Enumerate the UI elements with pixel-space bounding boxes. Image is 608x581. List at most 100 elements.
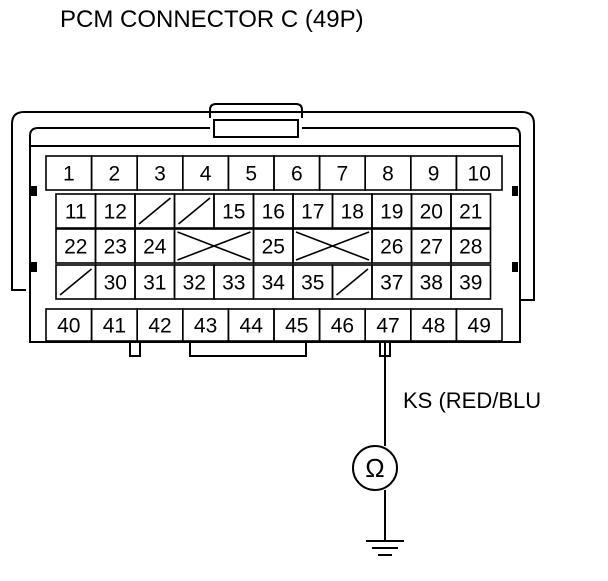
pin-18: 18 xyxy=(331,193,373,229)
pin-number-41: 41 xyxy=(103,315,126,338)
housing-inner-top xyxy=(38,127,521,332)
pin-number-19: 19 xyxy=(380,201,403,224)
unused-cavity xyxy=(173,193,215,229)
pin-number-23: 23 xyxy=(104,236,127,259)
pin-number-49: 49 xyxy=(468,315,491,338)
latch-slot xyxy=(213,119,299,138)
pin-27: 27 xyxy=(410,228,452,264)
pin-25: 25 xyxy=(252,228,294,264)
pin-number-39: 39 xyxy=(459,272,482,295)
pin-number-45: 45 xyxy=(285,315,308,338)
pin-face xyxy=(29,145,521,343)
pin-number-34: 34 xyxy=(262,272,286,295)
pin-45: 45 xyxy=(273,308,321,342)
pin-10: 10 xyxy=(455,155,503,191)
pin-number-40: 40 xyxy=(57,315,80,338)
cavity-slash xyxy=(138,197,172,225)
pin-number-30: 30 xyxy=(104,272,127,295)
pin-number-46: 46 xyxy=(331,315,354,338)
pin-outline xyxy=(450,193,492,229)
pin-24: 24 xyxy=(134,228,176,264)
pin-16: 16 xyxy=(252,193,294,229)
pin-42: 42 xyxy=(136,308,184,342)
pin-48: 48 xyxy=(409,308,458,342)
pin-43: 43 xyxy=(182,308,230,342)
pin-20: 20 xyxy=(410,193,452,229)
wire-label: KS (RED/BLU xyxy=(403,388,541,413)
pin-11: 11 xyxy=(55,193,97,229)
pin-number-47: 47 xyxy=(376,315,399,338)
pin-number-8: 8 xyxy=(382,163,394,186)
pin-39: 39 xyxy=(450,264,492,300)
pin-41: 41 xyxy=(90,308,138,342)
pin-number-7: 7 xyxy=(337,163,349,186)
pin-outline xyxy=(455,155,503,191)
left-lock-tab-bottom xyxy=(31,262,37,272)
pin-15: 15 xyxy=(213,193,255,229)
pin-5: 5 xyxy=(227,155,275,191)
pin-30: 30 xyxy=(94,264,136,300)
pin-38: 38 xyxy=(410,264,452,300)
pin-number-44: 44 xyxy=(240,315,264,338)
pin-4: 4 xyxy=(182,155,230,191)
cavity-slash xyxy=(335,268,369,296)
test-circuit xyxy=(352,342,404,556)
pin-number-15: 15 xyxy=(222,201,245,224)
pin-outline xyxy=(450,264,492,300)
pin-22: 22 xyxy=(55,228,97,264)
pin-outline xyxy=(455,308,503,342)
pin-number-21: 21 xyxy=(459,201,482,224)
pin-number-2: 2 xyxy=(109,163,121,186)
pin-number-31: 31 xyxy=(143,272,166,295)
pin-number-16: 16 xyxy=(262,201,285,224)
pin-outline xyxy=(450,228,492,264)
housing-outer-left xyxy=(11,111,26,291)
pin-number-24: 24 xyxy=(143,236,167,259)
pin-31: 31 xyxy=(134,264,176,300)
pin-number-12: 12 xyxy=(104,201,127,224)
pin-2: 2 xyxy=(90,155,138,191)
cavity-cross-b xyxy=(177,231,251,261)
pin-number-4: 4 xyxy=(200,163,212,186)
pin-number-25: 25 xyxy=(262,236,285,259)
pin-35: 35 xyxy=(292,264,334,300)
housing-latch xyxy=(209,103,303,118)
pin-number-35: 35 xyxy=(301,272,324,295)
pin-number-28: 28 xyxy=(459,236,482,259)
pin-number-22: 22 xyxy=(64,236,87,259)
pin-number-11: 11 xyxy=(65,201,87,224)
unused-cavity xyxy=(331,264,373,300)
pin-number-5: 5 xyxy=(245,163,257,186)
pin-26: 26 xyxy=(371,228,413,264)
ohm-symbol: Ω xyxy=(365,453,384,483)
housing-bottom-keys xyxy=(30,341,520,357)
pin-32: 32 xyxy=(173,264,215,300)
pin-number-43: 43 xyxy=(194,315,217,338)
pin-44: 44 xyxy=(227,308,275,342)
pin-1: 1 xyxy=(45,155,93,191)
pin-37: 37 xyxy=(371,264,413,300)
pin-number-18: 18 xyxy=(341,201,364,224)
pin-number-6: 6 xyxy=(291,163,303,186)
pin-number-42: 42 xyxy=(148,315,171,338)
pin-40: 40 xyxy=(45,308,93,342)
pin-number-32: 32 xyxy=(183,272,206,295)
pin-number-9: 9 xyxy=(428,163,440,186)
pin-46: 46 xyxy=(318,308,367,342)
pin-34: 34 xyxy=(252,264,294,300)
pin-number-37: 37 xyxy=(380,272,403,295)
cavity-cross-b xyxy=(295,231,370,261)
pin-9: 9 xyxy=(409,155,458,191)
cavity-slash xyxy=(59,268,93,296)
pin-21: 21 xyxy=(450,193,492,229)
pin-number-10: 10 xyxy=(468,163,491,186)
diagram-title: PCM CONNECTOR C (49P) xyxy=(60,6,364,33)
pin-28: 28 xyxy=(450,228,492,264)
connector-housing xyxy=(11,103,535,357)
left-lock-tab-top xyxy=(31,186,37,196)
pin-17: 17 xyxy=(292,193,334,229)
pin-6: 6 xyxy=(273,155,321,191)
